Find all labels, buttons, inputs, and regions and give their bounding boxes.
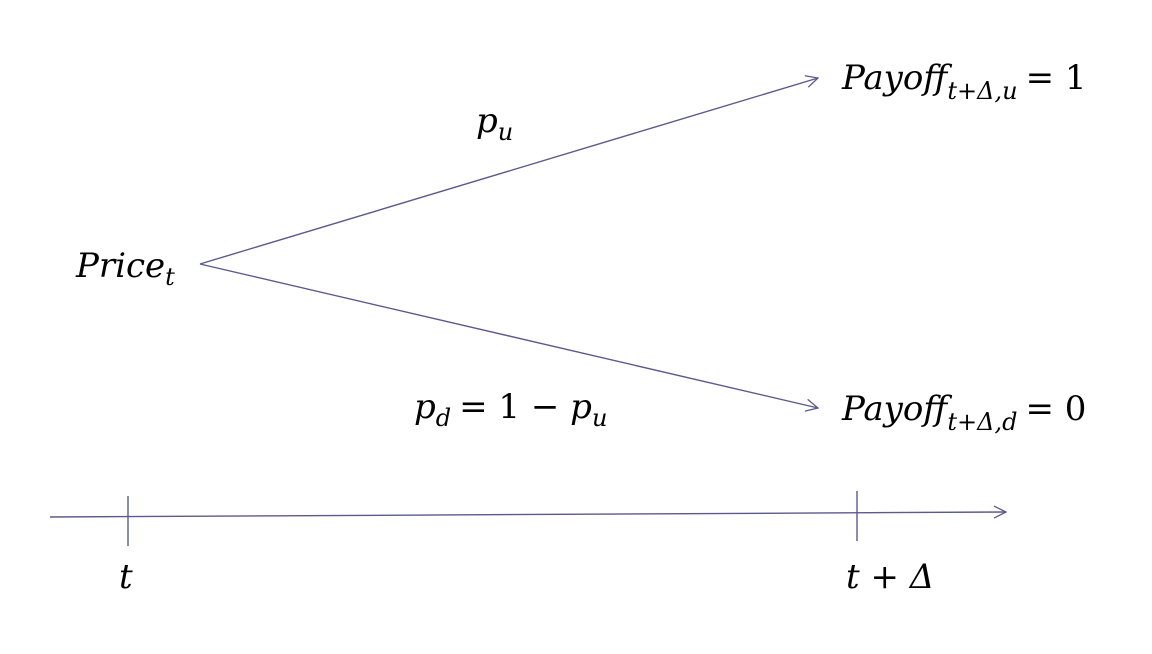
down-probability-subscript: d — [436, 404, 451, 432]
root-price-base: Price — [75, 246, 165, 286]
timeline-start-label: t — [119, 557, 133, 597]
down-probability-rhs-subscript: u — [592, 404, 607, 432]
timeline-end-label: t + Δ — [846, 557, 934, 597]
up-probability-label: pu — [476, 101, 513, 146]
up-payoff-equals: = 1 — [1026, 58, 1087, 98]
up-payoff-label: Payofft+Δ,u = 1 — [841, 58, 1087, 105]
root-price-subscript: t — [165, 263, 175, 291]
up-payoff-subscript: t+Δ,u — [947, 77, 1017, 105]
up-branch-arrow — [199, 78, 818, 265]
down-payoff-label: Payofft+Δ,d = 0 — [841, 389, 1086, 436]
timeline-axis — [49, 512, 1006, 517]
up-probability-base: p — [476, 101, 498, 141]
down-probability-base: p — [414, 387, 436, 427]
down-probability-rhs-base: p — [570, 387, 592, 427]
down-payoff-subscript: t+Δ,d — [947, 408, 1017, 436]
down-probability-label: pd= 1 − pu — [414, 387, 607, 432]
down-branch-arrow — [199, 263, 818, 408]
root-price-label: Pricet — [75, 246, 175, 291]
up-probability-subscript: u — [498, 118, 513, 146]
up-payoff-base: Payoff — [841, 58, 952, 98]
down-probability-equals: = 1 − — [459, 387, 570, 427]
down-payoff-base: Payoff — [841, 389, 952, 429]
down-payoff-equals: = 0 — [1025, 389, 1086, 429]
